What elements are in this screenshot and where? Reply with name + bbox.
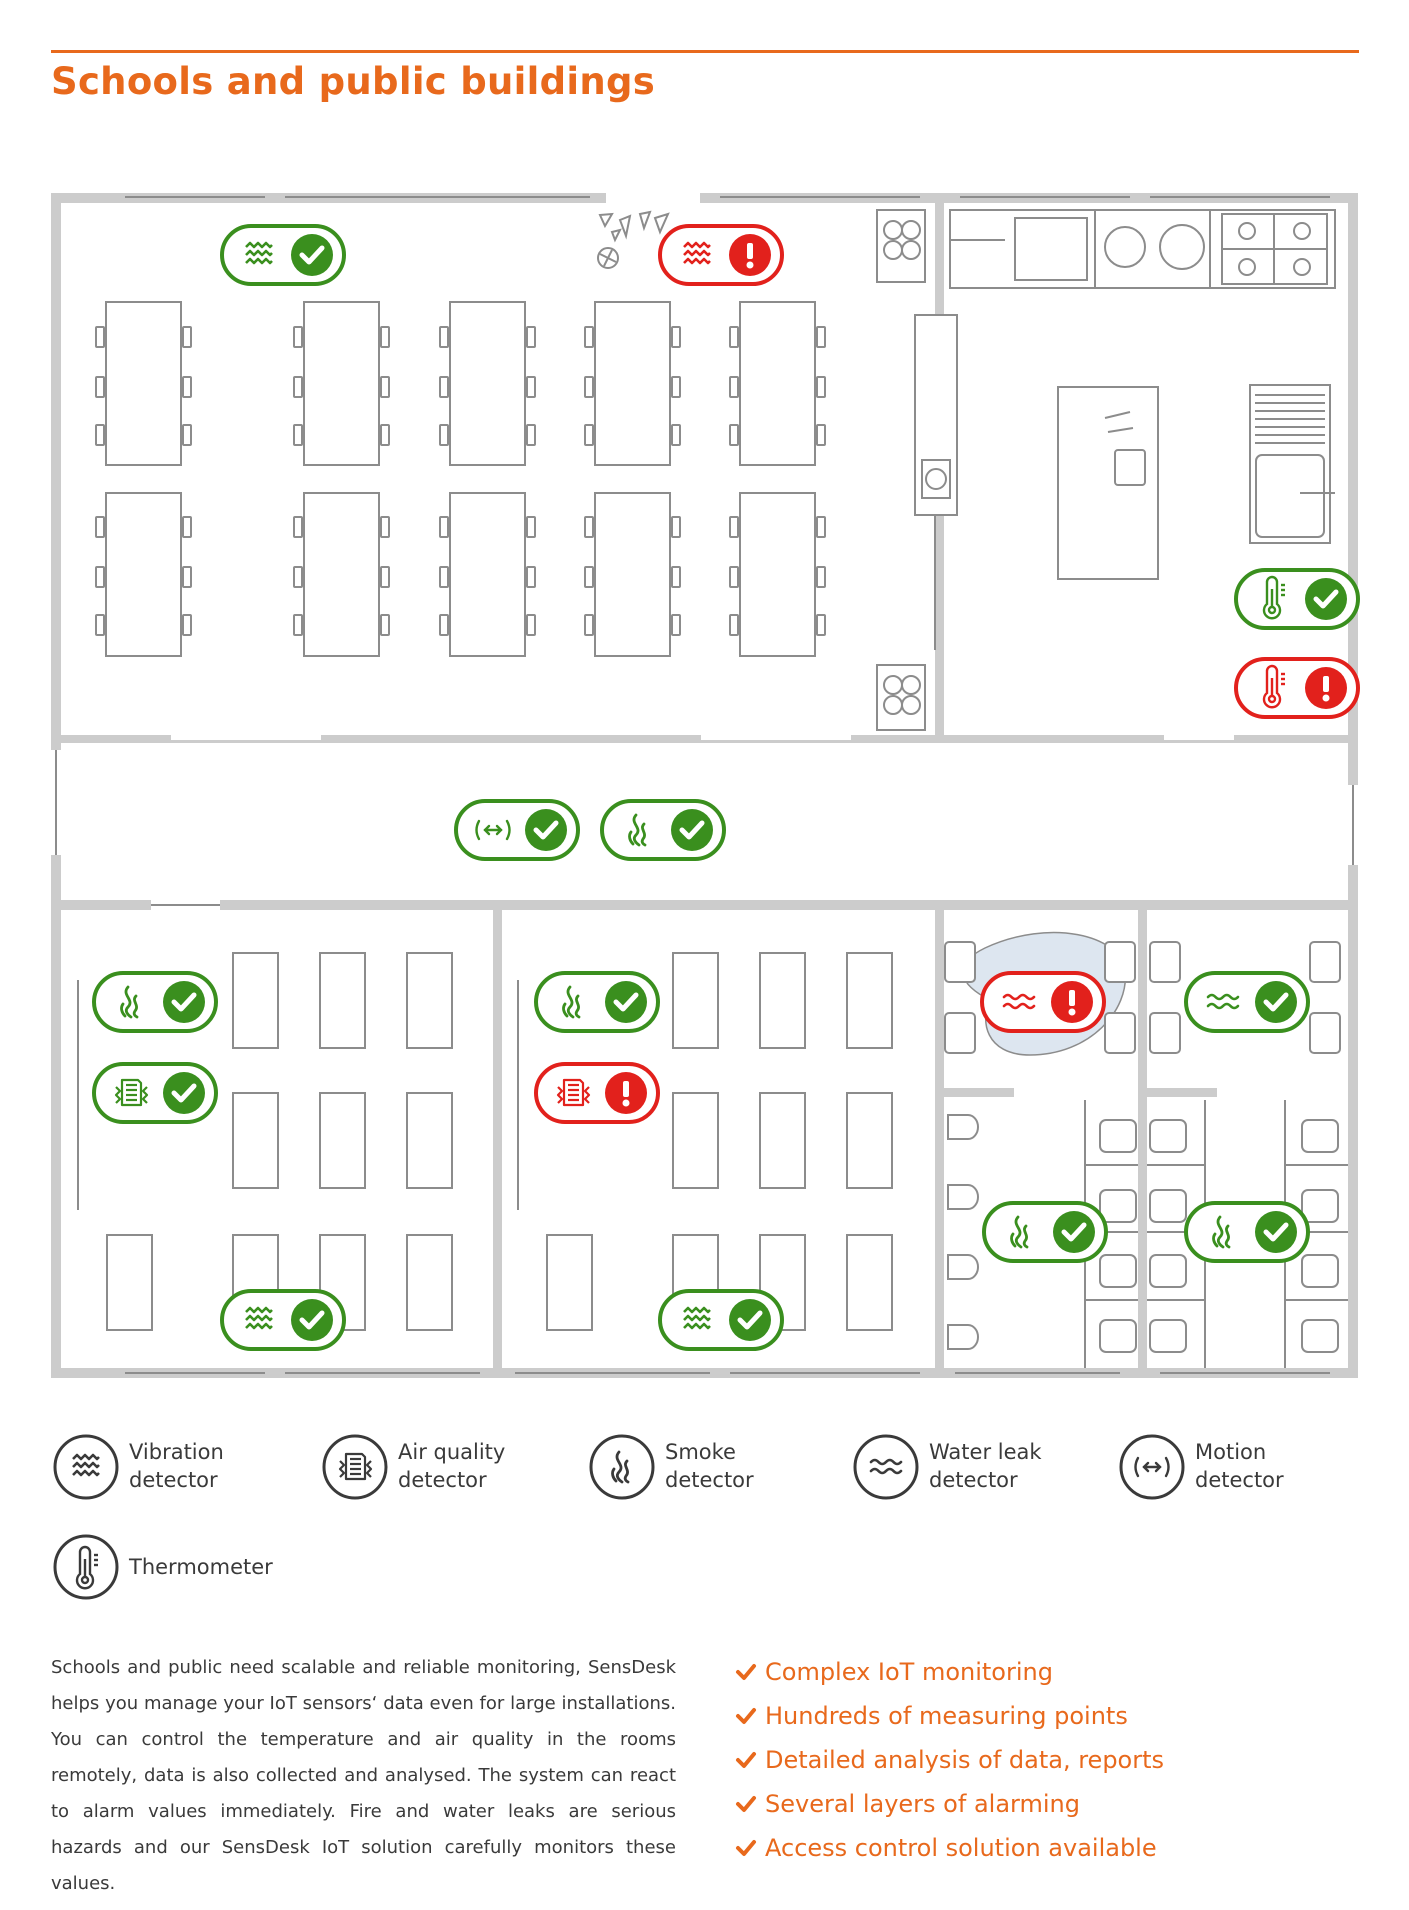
thermometer-badge-ok[interactable]	[1234, 568, 1360, 630]
feature-item: Hundreds of measuring points	[735, 1694, 1164, 1738]
status-dot	[605, 981, 647, 1023]
legend-vibration: Vibration detector	[51, 1432, 301, 1502]
check-icon	[736, 1708, 756, 1724]
status-dot	[671, 809, 713, 851]
check-icon	[299, 245, 325, 265]
legend-label: Air quality	[398, 1440, 506, 1464]
status-dot	[291, 1299, 333, 1341]
check-icon	[533, 820, 559, 840]
smoke-badge-ok[interactable]	[982, 1201, 1108, 1263]
doors	[55, 196, 1354, 1374]
check-icon	[613, 992, 639, 1012]
vibration-badge-alarm[interactable]	[658, 224, 784, 286]
air-quality-icon	[322, 1434, 388, 1500]
check-icon	[1263, 1222, 1289, 1242]
vibration-icon	[53, 1434, 119, 1500]
feature-label: Hundreds of measuring points	[765, 1702, 1128, 1730]
legend-water-leak: Water leak detector	[851, 1432, 1101, 1502]
vibration-badge-ok[interactable]	[220, 1289, 346, 1351]
smoke-badge-ok[interactable]	[534, 971, 660, 1033]
kitchen	[876, 209, 1336, 731]
water-leak-icon	[853, 1434, 919, 1500]
air-quality-badge-ok[interactable]	[92, 1062, 218, 1124]
status-dot	[291, 234, 333, 276]
feature-item: Detailed analysis of data, reports	[735, 1738, 1164, 1782]
legend-motion: Motion detector	[1117, 1432, 1367, 1502]
air-quality-badge-alarm[interactable]	[534, 1062, 660, 1124]
legend-label: Smoke	[665, 1440, 736, 1464]
legend-air-quality: Air quality detector	[320, 1432, 570, 1502]
motion-badge-ok[interactable]	[454, 799, 580, 861]
feature-item: Several layers of alarming	[735, 1782, 1164, 1826]
classroom-desks	[77, 952, 893, 1331]
check-icon	[736, 1664, 756, 1680]
check-icon	[299, 1310, 325, 1330]
check-icon	[737, 1310, 763, 1330]
feature-item: Complex IoT monitoring	[735, 1650, 1164, 1694]
sensor-badges	[92, 224, 1360, 1351]
feature-label: Several layers of alarming	[765, 1790, 1080, 1818]
alert-icon	[747, 243, 753, 259]
legend-label: Motion	[1195, 1440, 1267, 1464]
feature-label: Complex IoT monitoring	[765, 1658, 1053, 1686]
broken-window	[597, 210, 670, 269]
feature-label: Detailed analysis of data, reports	[765, 1746, 1165, 1774]
check-icon	[736, 1840, 756, 1856]
legend-label: detector	[398, 1468, 487, 1492]
status-dot	[1053, 1211, 1095, 1253]
check-icon	[171, 1083, 197, 1103]
title-rule	[51, 50, 1359, 53]
water-leak-badge-alarm[interactable]	[980, 971, 1106, 1033]
status-dot	[525, 809, 567, 851]
check-icon	[1263, 992, 1289, 1012]
dining-tables	[105, 301, 816, 657]
thermometer-badge-alarm[interactable]	[1234, 657, 1360, 719]
feature-label: Access control solution available	[765, 1834, 1157, 1862]
legend-thermometer: Thermometer	[51, 1532, 301, 1602]
motion-icon	[1119, 1434, 1185, 1500]
smoke-badge-ok[interactable]	[92, 971, 218, 1033]
legend-label: detector	[665, 1468, 754, 1492]
description-paragraph: Schools and public need scalable and rel…	[51, 1657, 676, 1894]
vibration-badge-ok[interactable]	[658, 1289, 784, 1351]
smoke-badge-ok[interactable]	[600, 799, 726, 861]
check-icon	[171, 992, 197, 1012]
status-dot	[1255, 1211, 1297, 1253]
floor-plan	[51, 193, 1360, 1378]
status-dot	[163, 1072, 205, 1114]
status-dot	[1255, 981, 1297, 1023]
check-icon	[736, 1796, 756, 1812]
smoke-badge-ok[interactable]	[1184, 1201, 1310, 1263]
legend-label: detector	[129, 1468, 218, 1492]
check-icon	[1061, 1222, 1087, 1242]
water-leak-badge-ok[interactable]	[1184, 971, 1310, 1033]
restroom-fixtures	[944, 941, 1348, 1368]
alert-icon	[1069, 990, 1075, 1006]
alert-icon	[1323, 676, 1329, 692]
legend-label: detector	[1195, 1468, 1284, 1492]
legend-label: Water leak	[929, 1440, 1042, 1464]
status-dot	[1305, 578, 1347, 620]
legend-label: detector	[929, 1468, 1018, 1492]
check-icon	[679, 820, 705, 840]
feature-item: Access control solution available	[735, 1826, 1164, 1870]
vibration-badge-ok[interactable]	[220, 224, 346, 286]
smoke-icon	[589, 1434, 655, 1500]
legend-label: Thermometer	[129, 1555, 273, 1579]
alert-icon	[623, 1081, 629, 1097]
status-dot	[163, 981, 205, 1023]
legend-label: Vibration	[129, 1440, 224, 1464]
check-icon	[1313, 589, 1339, 609]
thermometer-icon	[53, 1534, 119, 1600]
legend-smoke: Smoke detector	[587, 1432, 837, 1502]
page-title: Schools and public buildings	[51, 60, 656, 103]
status-dot	[729, 1299, 771, 1341]
feature-list: Complex IoT monitoring Hundreds of measu…	[735, 1650, 1164, 1870]
check-icon	[736, 1752, 756, 1768]
